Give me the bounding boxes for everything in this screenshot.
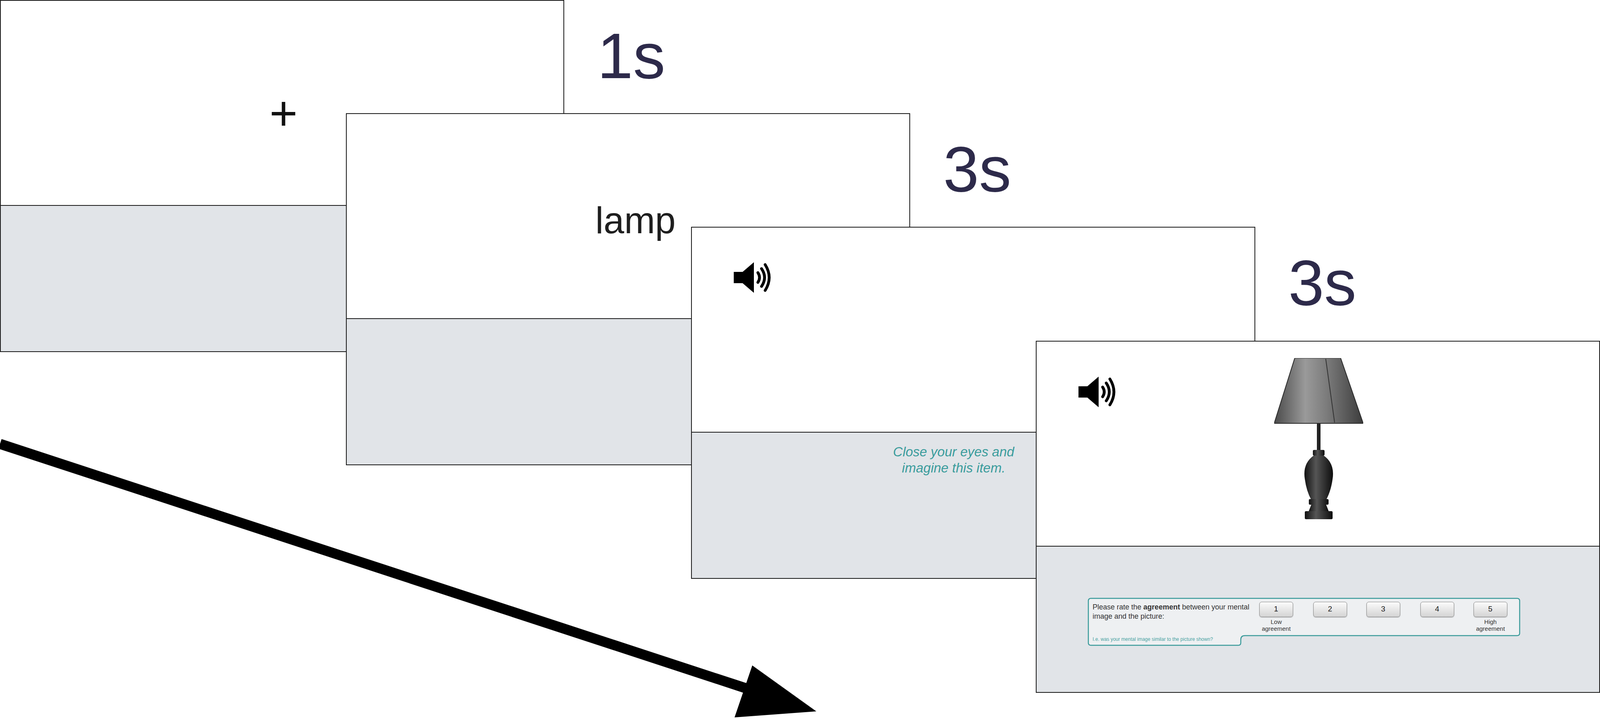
instruction-text-slot: Close your eyes and imagine this item. <box>887 443 1021 476</box>
button-label: 5 <box>1473 604 1507 614</box>
button-label: 3 <box>1366 604 1400 614</box>
button-label: 4 <box>1420 604 1454 614</box>
scale-anchor-low-slot: Low agreement <box>1260 618 1293 632</box>
instruction-text: Close your eyes and imagine this item. <box>887 443 1021 476</box>
rating-button: 3 <box>1366 601 1401 617</box>
rating-question: agreement <box>1143 602 1180 611</box>
scale-anchor-high-slot: High agreement <box>1474 618 1507 632</box>
rating-button: 5 <box>1473 601 1508 617</box>
duration-label: 3s <box>1288 250 1357 315</box>
rating-panel: Please rate theagreementbetween your men… <box>1087 597 1521 646</box>
button-label-slot: 3 <box>1366 604 1400 614</box>
fixation-cross: + <box>223 84 344 143</box>
button-label-slot: 1 <box>1259 604 1293 614</box>
duration-label-slot: 3s <box>943 136 1012 202</box>
button-label: 2 <box>1313 604 1347 614</box>
duration-label: 1s <box>597 23 666 89</box>
button-label-slot: 2 <box>1313 604 1347 614</box>
duration-label-slot: 1s <box>597 23 666 89</box>
duration-label: 3s <box>943 136 1012 202</box>
rating-hint-slot: I.e. was your mental image similar to th… <box>1092 636 1213 643</box>
button-label-slot: 5 <box>1473 604 1507 614</box>
speaker-icon <box>1077 371 1118 412</box>
button-label-slot: 4 <box>1420 604 1454 614</box>
rating-button: 1 <box>1259 601 1294 617</box>
rating-hint: I.e. was your mental image similar to th… <box>1092 636 1213 643</box>
arrow-shaft <box>0 443 746 688</box>
arrow-head <box>734 665 817 718</box>
button-label: 1 <box>1259 604 1293 614</box>
rating-button: 2 <box>1313 601 1348 617</box>
screen-frame: Please rate theagreementbetween your men… <box>1035 340 1600 693</box>
rating-question-slot: Please rate theagreementbetween your men… <box>1092 602 1252 621</box>
duration-label-slot: 3s <box>1288 250 1357 315</box>
fixation-cross-slot: + <box>223 84 344 143</box>
lamp-illustration <box>1274 358 1364 520</box>
rating-question: Please rate the <box>1092 602 1142 611</box>
rating-button: 4 <box>1420 601 1455 617</box>
rating-outline-path <box>1088 598 1520 646</box>
scale-anchor-low: Low agreement <box>1260 618 1293 632</box>
speaker-icon <box>732 257 774 298</box>
scale-anchor-high: High agreement <box>1474 618 1507 632</box>
